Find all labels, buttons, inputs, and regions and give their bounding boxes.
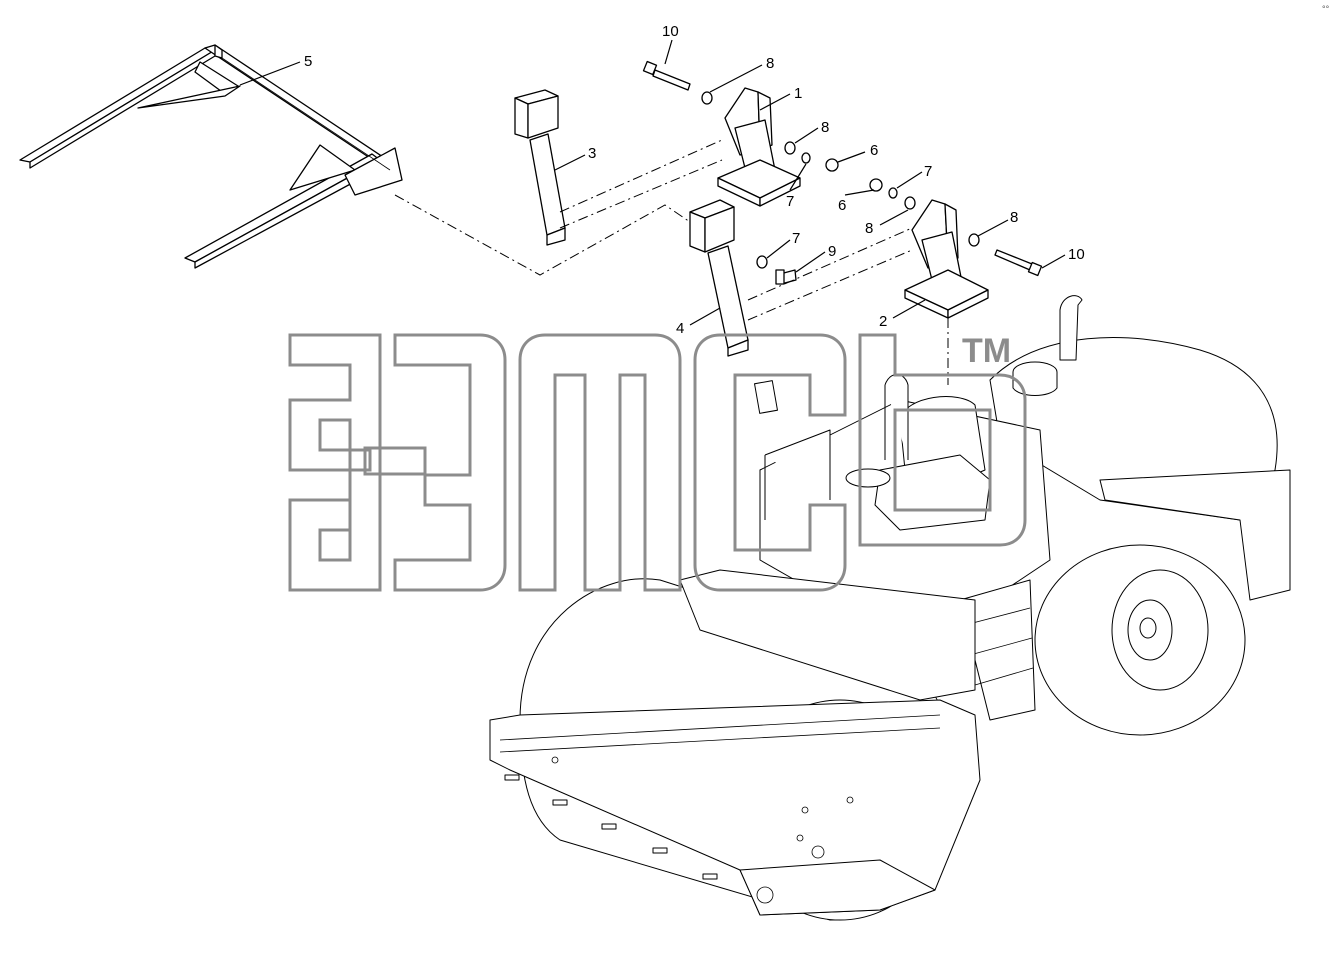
roller-compactor-machine: [489, 295, 1291, 921]
callout-10-right: 10: [1068, 246, 1085, 263]
callout-8-right: 8: [1010, 209, 1018, 226]
part-5-frame: [19, 44, 403, 269]
callout-7-right: 7: [924, 163, 932, 180]
callout-7-mid: 7: [786, 193, 794, 210]
callout-8-top: 8: [766, 55, 774, 72]
part-10-bolt-top: [642, 60, 691, 91]
callout-7-lower: 7: [792, 230, 800, 247]
callout-10-top: 10: [662, 23, 679, 40]
part-4-post: [689, 199, 749, 357]
watermark-trademark: TM: [962, 332, 1011, 370]
leader-lines: [239, 39, 1066, 326]
callout-4: 4: [676, 320, 684, 337]
part-1-bracket: [717, 87, 801, 207]
callout-6-top: 6: [870, 142, 878, 159]
callout-5: 5: [304, 53, 312, 70]
callout-labels: 10 8 5 1 8 3 6 7 7 6 8 8 7 9 10 4 2: [304, 23, 1085, 337]
callout-2: 2: [879, 313, 887, 330]
watermark-logo: TM: [288, 332, 1027, 592]
callout-6-mid: 6: [838, 197, 846, 214]
part-3-post: [514, 89, 566, 246]
callout-1: 1: [794, 85, 802, 102]
part-2-bracket: [904, 199, 989, 319]
assembly-lines: [394, 139, 949, 385]
corner-code: °°: [1322, 4, 1330, 14]
callout-3: 3: [588, 145, 596, 162]
part-9-bolt: [775, 269, 797, 285]
washers-and-nuts: [701, 91, 980, 269]
callout-9: 9: [828, 243, 836, 260]
callout-8-lower: 8: [865, 220, 873, 237]
part-10-bolt-right: [994, 249, 1043, 277]
callout-8-mid: 8: [821, 119, 829, 136]
